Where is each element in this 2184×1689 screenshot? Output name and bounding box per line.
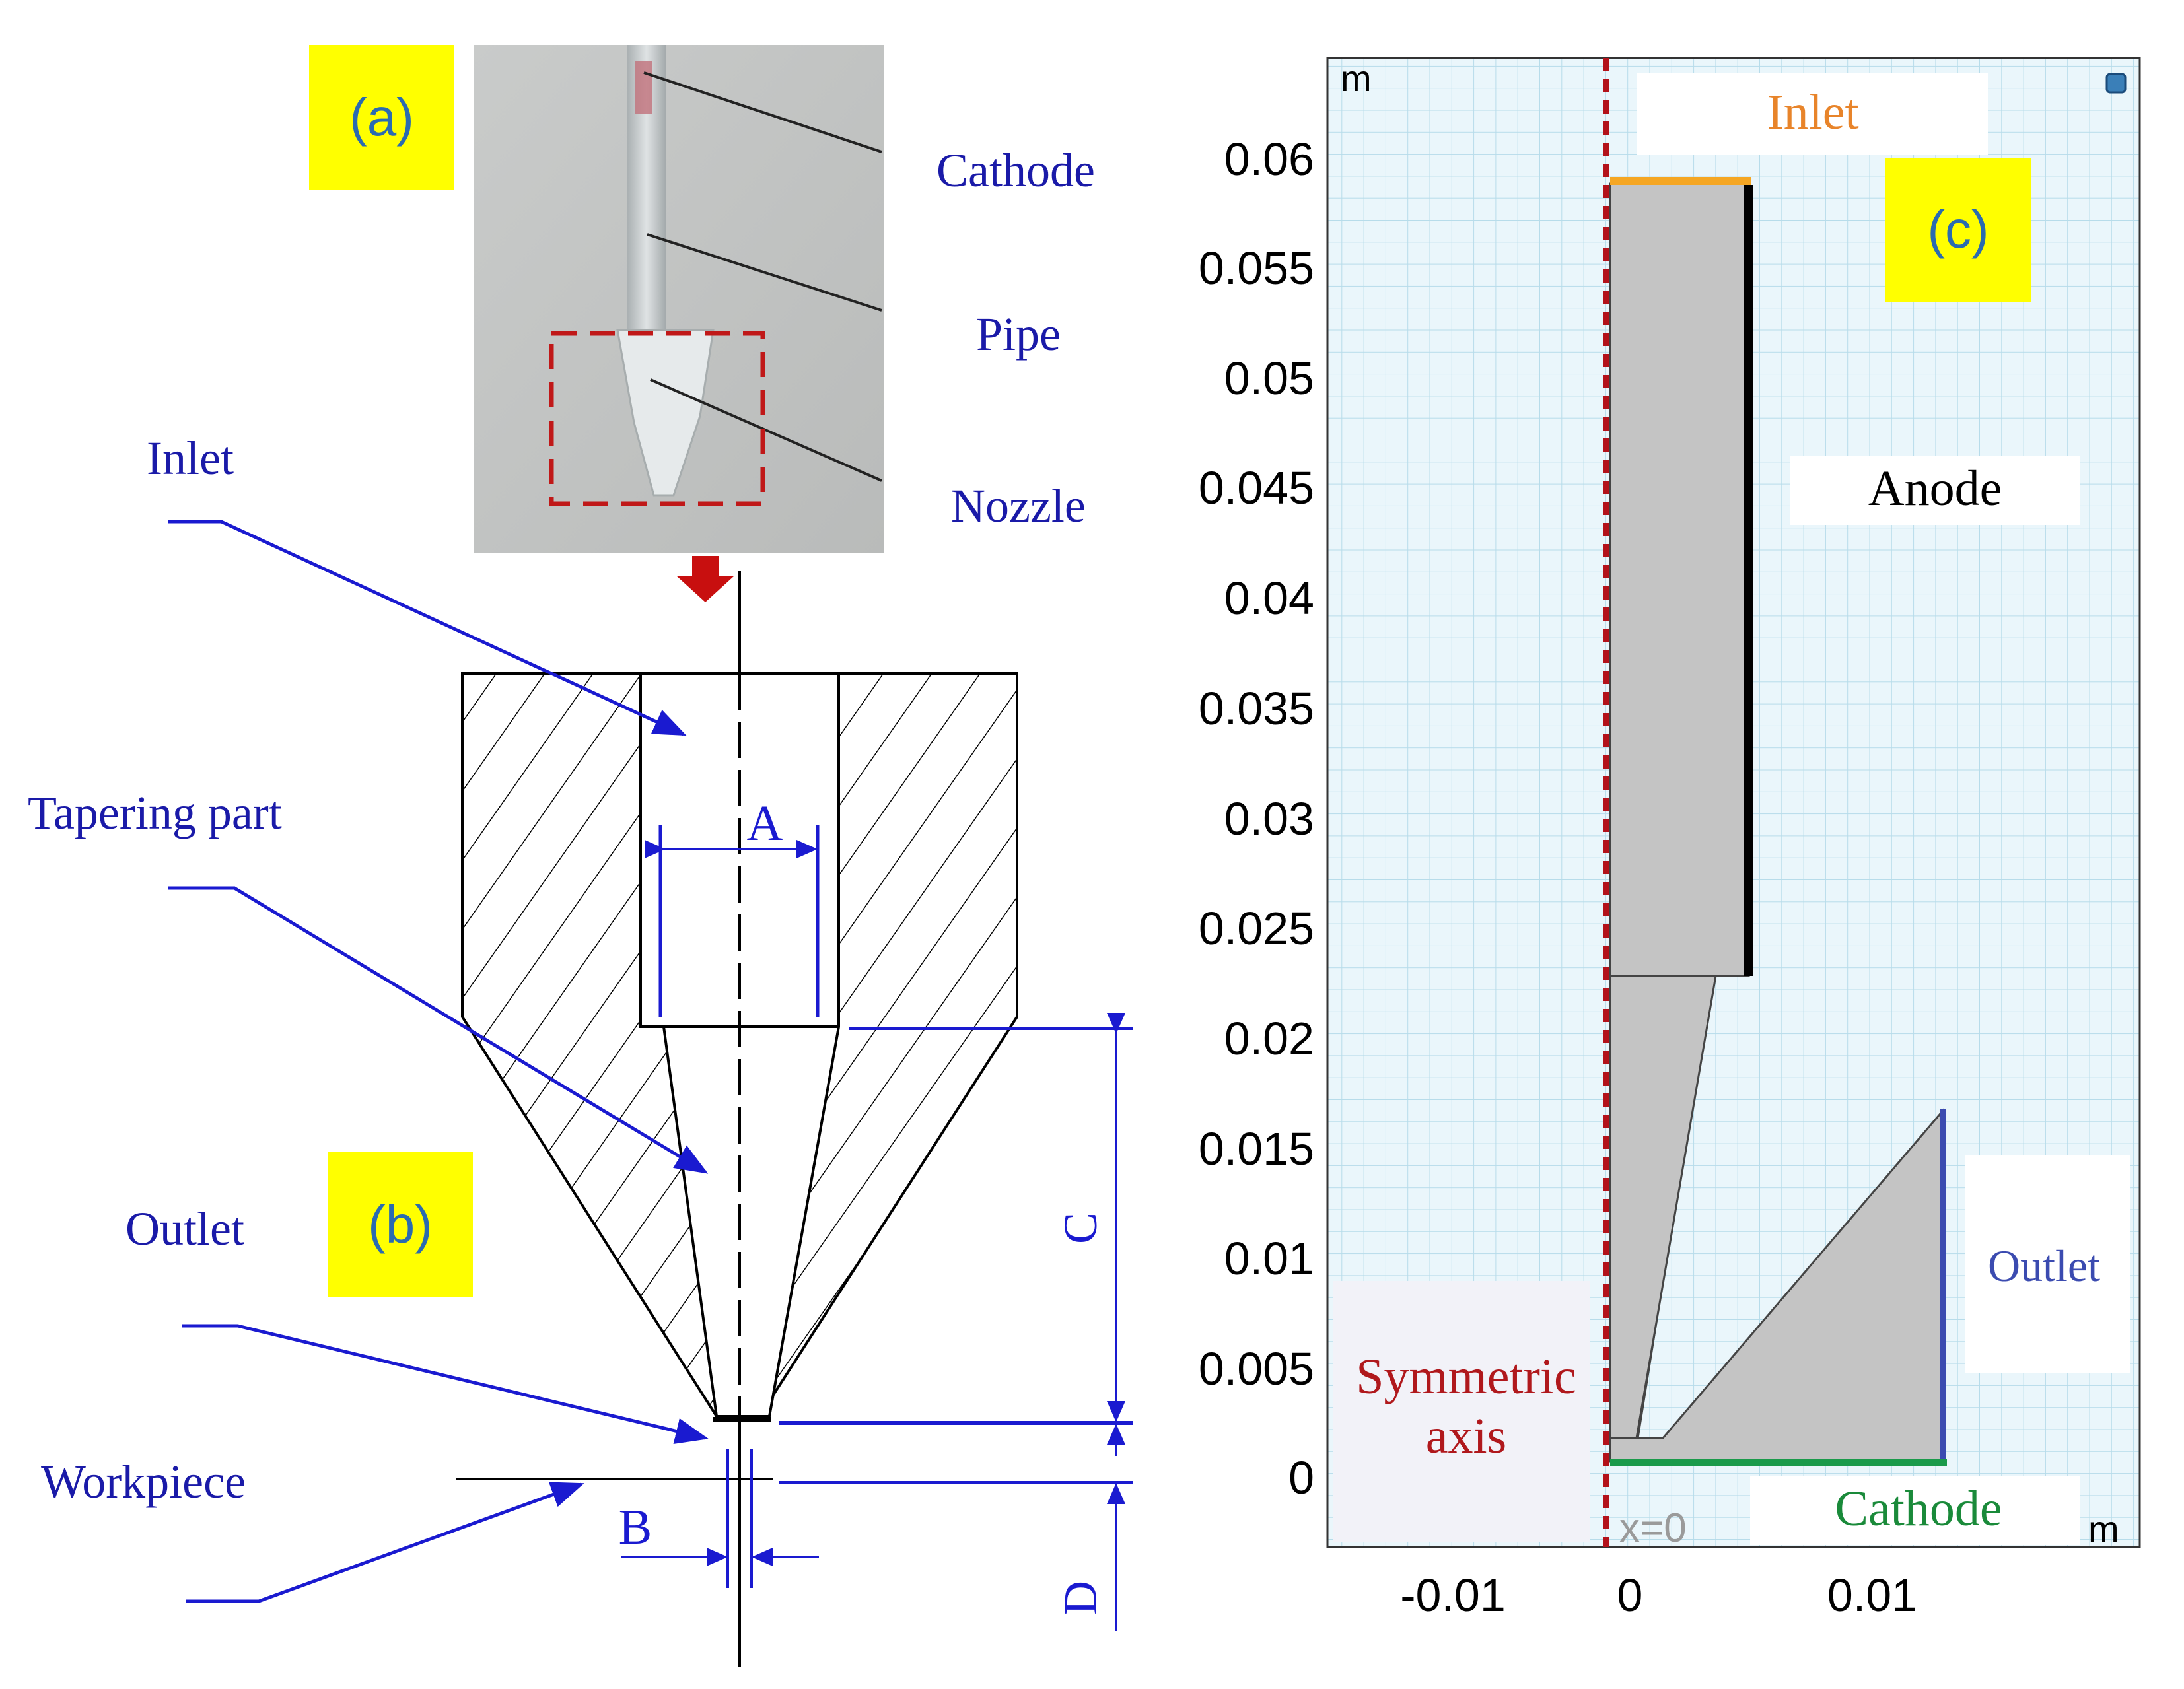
label-nozzle-a: Nozzle	[951, 479, 1086, 532]
x-tick-2: 0.01	[1827, 1569, 1917, 1621]
photo-pointer-cathode	[643, 71, 882, 153]
label-inlet-b: Inlet	[147, 432, 234, 485]
y-tick-0: 0.06	[1224, 133, 1314, 185]
dim-b-label: B	[619, 1499, 652, 1555]
tag-c: (c)	[1927, 200, 1989, 259]
label-pipe-a: Pipe	[976, 308, 1061, 361]
y-tick-9: 0.015	[1199, 1123, 1314, 1175]
unit-x: m	[2088, 1508, 2119, 1550]
plot-frame	[1326, 57, 2141, 1548]
outlet-label-bg	[1965, 1155, 2130, 1373]
panel-a: (a) Cathode Pipe Nozzle	[309, 45, 1095, 602]
y-tick-12: 0	[1288, 1452, 1314, 1503]
label-outlet-c: Outlet	[1988, 1241, 2100, 1291]
label-tapering-b: Tapering part	[28, 786, 282, 839]
y-tick-3: 0.045	[1199, 462, 1314, 514]
dim-a-label: A	[747, 796, 783, 851]
y-tick-6: 0.03	[1224, 793, 1314, 844]
corner-icon	[2105, 73, 2127, 94]
geometry-pipe	[1609, 182, 1750, 977]
label-cathode-a: Cathode	[936, 144, 1095, 197]
leader-tapering	[168, 886, 709, 1174]
y-axis: 0.06 0.055 0.05 0.045 0.04 0.035 0.03 0.…	[1199, 133, 1314, 1503]
x-tick-0: -0.01	[1400, 1569, 1506, 1621]
y-tick-4: 0.04	[1224, 572, 1314, 624]
dim-c-label: C	[1054, 1212, 1107, 1244]
photo-cathode-tip	[635, 61, 652, 114]
leader-workpiece	[186, 1482, 584, 1603]
photo-pointer-pipe	[647, 233, 882, 312]
label-workpiece-b: Workpiece	[41, 1455, 246, 1508]
y-tick-2: 0.05	[1224, 353, 1314, 404]
panel-b: A C D B Inlet Tapering part Outlet Workp…	[28, 432, 1133, 1667]
anode-label-bg	[1790, 456, 2080, 525]
x-tick-1: 0	[1617, 1569, 1643, 1621]
label-cathode-c: Cathode	[1835, 1481, 2002, 1536]
y-tick-1: 0.055	[1199, 242, 1314, 294]
label-outlet-b: Outlet	[125, 1202, 244, 1255]
label-symmetric-2: axis	[1426, 1408, 1506, 1464]
tag-b-box	[328, 1152, 473, 1297]
unit-y: m	[1341, 57, 1372, 99]
red-down-arrow	[676, 556, 734, 602]
label-symmetric-1: Symmetric	[1356, 1349, 1576, 1404]
y-tick-10: 0.01	[1224, 1233, 1314, 1284]
y-tick-5: 0.035	[1199, 683, 1314, 734]
tag-b: (b)	[368, 1195, 433, 1254]
inlet-label-bg	[1637, 73, 1988, 155]
tag-a-box	[309, 45, 454, 190]
label-inlet-c: Inlet	[1767, 85, 1858, 140]
photo-nozzle	[616, 329, 715, 497]
y-tick-8: 0.02	[1224, 1013, 1314, 1064]
dim-d-label: D	[1054, 1581, 1107, 1615]
x-axis: -0.01 0 0.01	[1400, 1569, 1917, 1621]
symmetric-label-bg	[1333, 1281, 1590, 1542]
cathode-label-bg	[1750, 1476, 2080, 1545]
label-anode-c: Anode	[1868, 461, 2002, 516]
panel-c: Inlet Anode Outlet Cathode Symmetric axi…	[1199, 57, 2141, 1621]
x-zero-label: x=0	[1619, 1505, 1687, 1551]
y-tick-7: 0.025	[1199, 903, 1314, 954]
leader-outlet	[182, 1324, 709, 1444]
tag-c-box	[1885, 158, 2031, 302]
tag-a: (a)	[349, 88, 414, 147]
photo-pointer-nozzle	[650, 378, 882, 482]
leader-inlet	[168, 520, 687, 736]
y-tick-11: 0.005	[1199, 1343, 1314, 1395]
